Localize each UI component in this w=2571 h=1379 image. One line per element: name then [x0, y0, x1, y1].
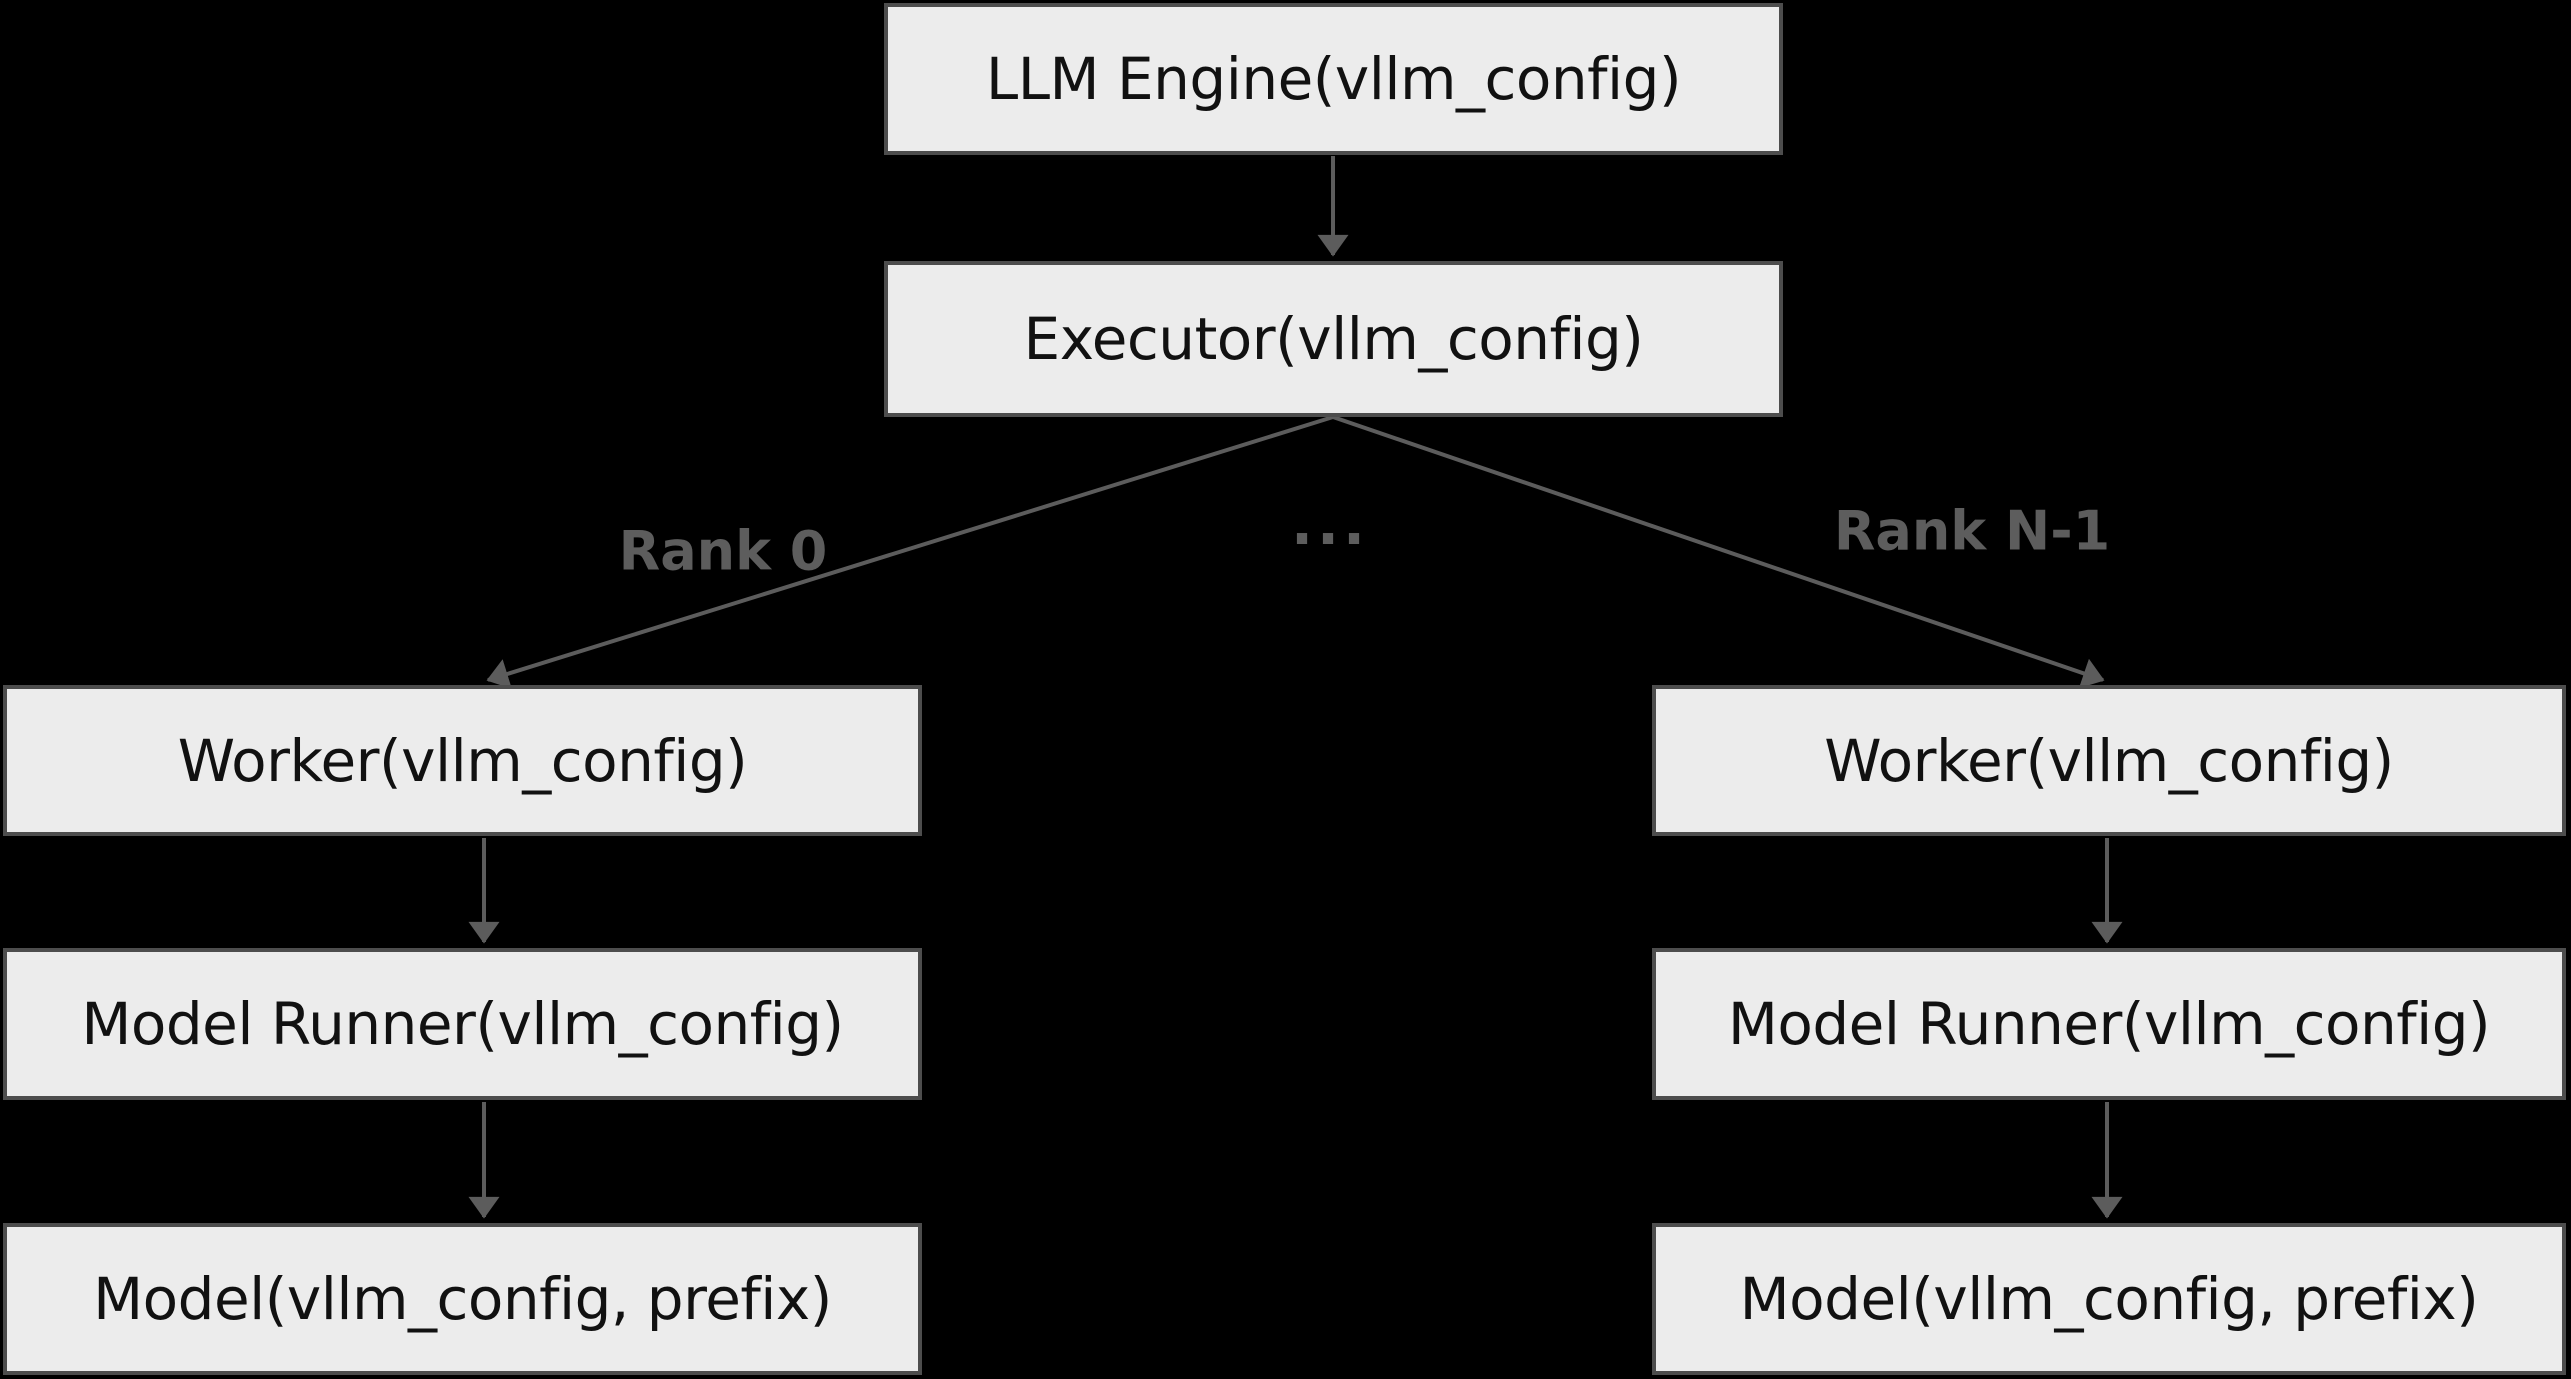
node-worker-rankn: Worker(vllm_config) [1652, 685, 2566, 836]
node-model-rankn-label: Model(vllm_config, prefix) [1739, 1265, 2479, 1333]
node-model-runner-rankn-label: Model Runner(vllm_config) [1727, 990, 2491, 1058]
node-worker-rank0-label: Worker(vllm_config) [177, 726, 748, 795]
node-model-runner-rank0-label: Model Runner(vllm_config) [81, 990, 844, 1058]
node-executor-label: Executor(vllm_config) [1023, 305, 1644, 373]
node-model-rankn: Model(vllm_config, prefix) [1652, 1223, 2566, 1375]
edge-label-ellipsis: ... [1290, 490, 1370, 558]
node-worker-rank0: Worker(vllm_config) [3, 685, 922, 836]
node-llm-engine: LLM Engine(vllm_config) [884, 3, 1783, 155]
node-model-runner-rankn: Model Runner(vllm_config) [1652, 948, 2566, 1100]
edge-label-rank-0: Rank 0 [618, 519, 828, 583]
node-model-rank0: Model(vllm_config, prefix) [3, 1223, 922, 1375]
node-model-rank0-label: Model(vllm_config, prefix) [93, 1265, 832, 1333]
node-executor: Executor(vllm_config) [884, 261, 1783, 417]
node-llm-engine-label: LLM Engine(vllm_config) [985, 45, 1682, 113]
edge-executor-to-worker-right [1332, 415, 2105, 689]
edge-executor-to-worker-left [486, 415, 1334, 689]
node-model-runner-rank0: Model Runner(vllm_config) [3, 948, 922, 1100]
edge-label-rank-n-1: Rank N-1 [1833, 499, 2111, 563]
node-worker-rankn-label: Worker(vllm_config) [1824, 726, 2394, 795]
